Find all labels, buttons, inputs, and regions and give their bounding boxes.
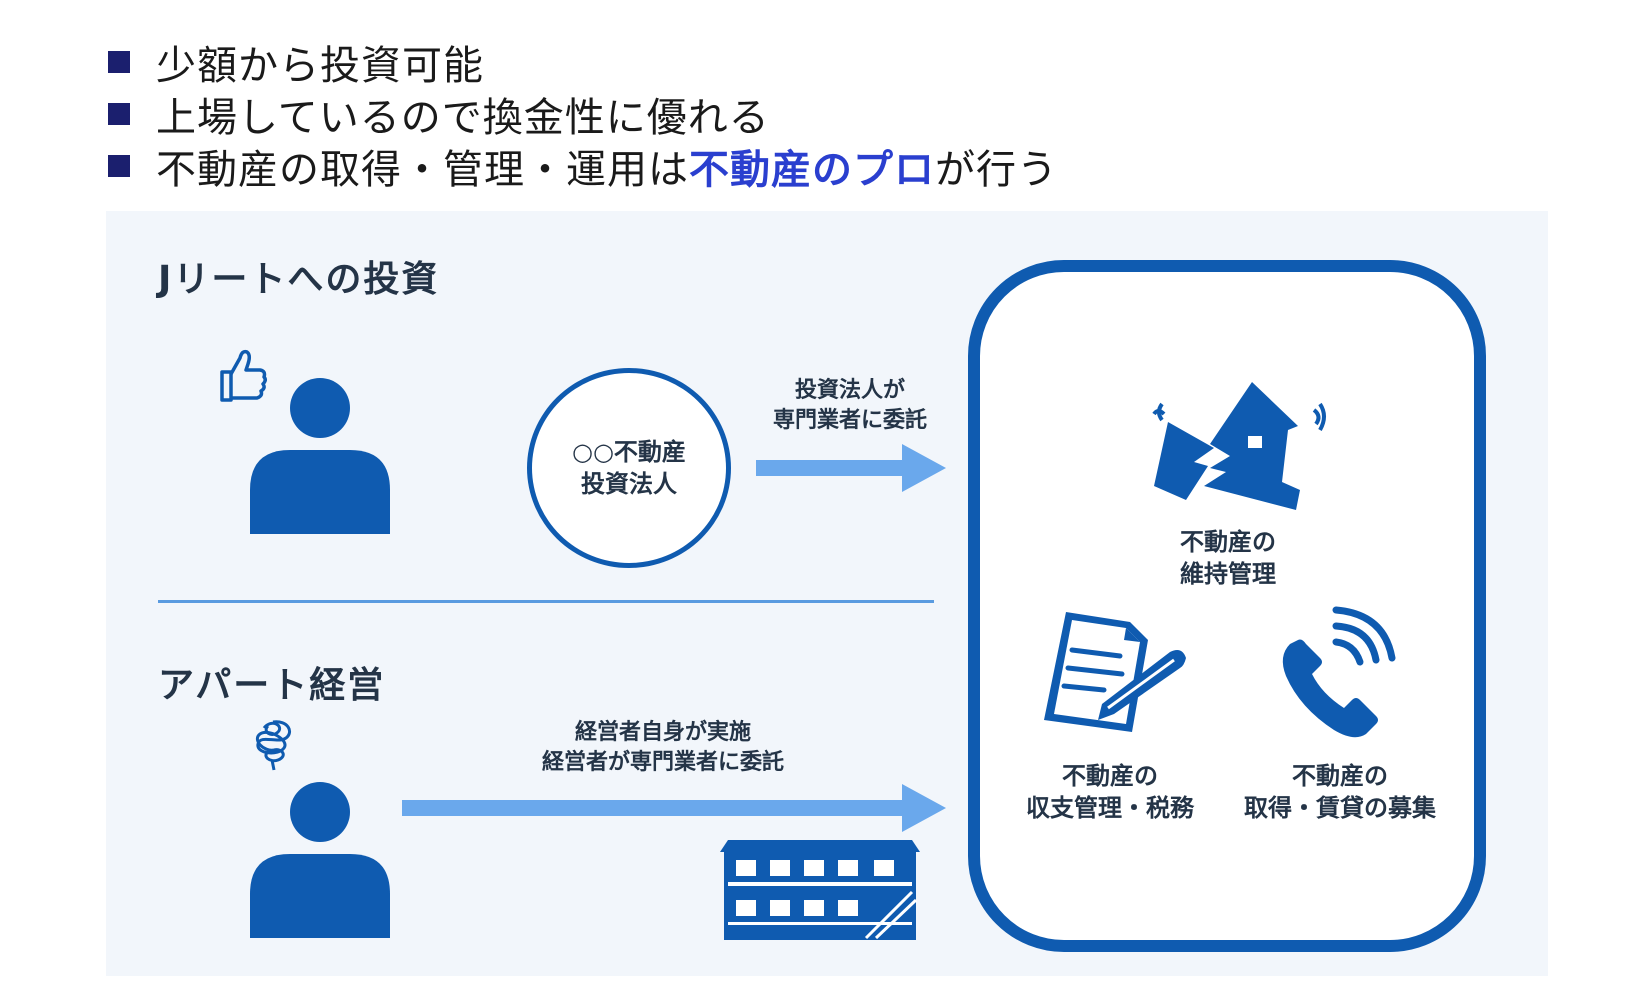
bullet-text: 少額から投資可能	[156, 43, 484, 89]
bullet-item: 上場しているので換金性に優れる	[108, 88, 1058, 141]
bullet-highlight: 不動産のプロ	[689, 147, 935, 193]
jreit-arrow-label-line1: 投資法人が	[794, 378, 905, 403]
apartment-arrow-label-line2: 経営者が専門業者に委託	[541, 749, 784, 775]
apartment-section-title: アパート経営	[158, 665, 386, 706]
finance-label-line2: 収支管理・税務	[1026, 794, 1194, 823]
maintenance-label: 不動産の 維持管理	[1140, 526, 1316, 591]
damaged-house-icon	[1152, 382, 1326, 510]
finance-label-line1: 不動産の	[1062, 762, 1158, 790]
jreit-arrow-label: 投資法人が 専門業者に委託	[760, 376, 940, 435]
bullet-list: 少額から投資可能 上場しているので換金性に優れる 不動産の取得・管理・運用は不動…	[108, 36, 1058, 193]
apartment-building-icon	[720, 840, 920, 940]
bullet-item: 少額から投資可能	[108, 36, 1058, 89]
circle-line1: ○○不動産	[572, 437, 686, 466]
bullet-square-icon	[108, 155, 130, 177]
leasing-label-line2: 取得・賃貸の募集	[1244, 794, 1436, 823]
leasing-label-line1: 不動産の	[1292, 762, 1388, 790]
person-icon	[250, 378, 390, 534]
apartment-arrow-label: 経営者自身が実施 経営者が専門業者に委託	[508, 718, 818, 777]
apartment-arrow-label-line1: 経営者自身が実施	[574, 720, 751, 745]
professional-services-box	[968, 260, 1486, 952]
maintenance-label-line1: 不動産の	[1180, 528, 1276, 556]
jreit-arrow-label-line2: 専門業者に委託	[772, 407, 927, 433]
apartment-arrow	[402, 784, 946, 832]
jreit-section-title: Jリートへの投資	[158, 259, 440, 300]
leasing-label: 不動産の 取得・賃貸の募集	[1220, 760, 1460, 825]
bullet-text: 上場しているので換金性に優れる	[156, 95, 770, 141]
finance-label: 不動産の 収支管理・税務	[1000, 760, 1220, 825]
bullet-text: 不動産の取得・管理・運用は	[156, 147, 689, 193]
tangled-thought-icon	[255, 720, 291, 771]
document-pen-icon	[1044, 612, 1186, 732]
person-icon	[250, 782, 390, 938]
circle-line2: 投資法人	[580, 470, 677, 498]
jreit-arrow	[756, 444, 946, 492]
phone-icon	[1282, 606, 1396, 738]
section-divider	[158, 600, 934, 603]
bullet-text-tail: が行う	[935, 147, 1058, 193]
thumbs-up-icon	[220, 349, 268, 402]
bullet-item: 不動産の取得・管理・運用は不動産のプロが行う	[108, 140, 1058, 193]
maintenance-label-line2: 維持管理	[1180, 560, 1276, 589]
bullet-square-icon	[108, 103, 130, 125]
investment-corporation-circle: ○○不動産 投資法人	[527, 368, 731, 568]
bullet-square-icon	[108, 51, 130, 73]
